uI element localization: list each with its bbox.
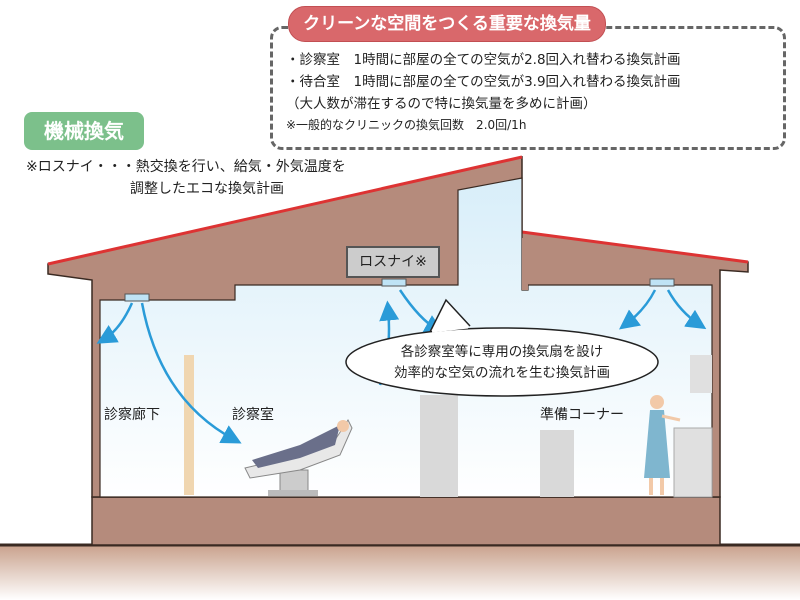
mechanical-ventilation-badge: 機械換気 xyxy=(24,112,144,150)
note-waiting-room: ・待合室 1時間に部屋の全ての空気が3.9回入れ替わる換気計画 xyxy=(286,74,681,90)
ground xyxy=(0,545,800,600)
foundation-slab xyxy=(91,496,721,546)
label-prep-corner: 準備コーナー xyxy=(540,407,624,423)
bubble-line1: 各診察室等に専用の換気扇を設け xyxy=(400,344,604,360)
cabinet-block xyxy=(540,430,574,497)
note-exam-room: ・診察室 1時間に部屋の全ての空気が2.8回入れ替わる換気計画 xyxy=(286,52,681,68)
note-general-rate: ※一般的なクリニックの換気回数 2.0回/1h xyxy=(286,118,527,132)
right-roof-edge xyxy=(521,230,749,264)
wall-cabinet xyxy=(690,355,712,393)
rosunai-note-line2: 調整したエコな換気計画 xyxy=(130,181,284,197)
note-waiting-detail: （大人数が滞在するので特に換気量を多めに計画） xyxy=(286,96,597,112)
speech-bubble xyxy=(345,298,659,397)
vent-center xyxy=(381,278,407,287)
rosunai-note-line1: ※ロスナイ・・・熱交換を行い、給気・外気温度を xyxy=(26,159,346,175)
pillar xyxy=(184,355,194,495)
rosunai-unit: ロスナイ※ xyxy=(346,246,440,278)
label-exam-room: 診察室 xyxy=(232,407,274,423)
ventilation-title: クリーンな空間をつくる重要な換気量 xyxy=(288,6,606,42)
bubble-line2: 効率的な空気の流れを生む換気計画 xyxy=(394,365,610,381)
staff-figure xyxy=(644,395,681,495)
sink-counter xyxy=(673,427,713,498)
partition-block xyxy=(420,395,458,497)
vent-right xyxy=(649,278,675,287)
patient-figure xyxy=(252,420,349,468)
partition-wall xyxy=(522,238,528,290)
left-roof-edge xyxy=(47,155,523,266)
label-corridor: 診察廊下 xyxy=(104,407,160,423)
vent-left xyxy=(124,293,150,302)
